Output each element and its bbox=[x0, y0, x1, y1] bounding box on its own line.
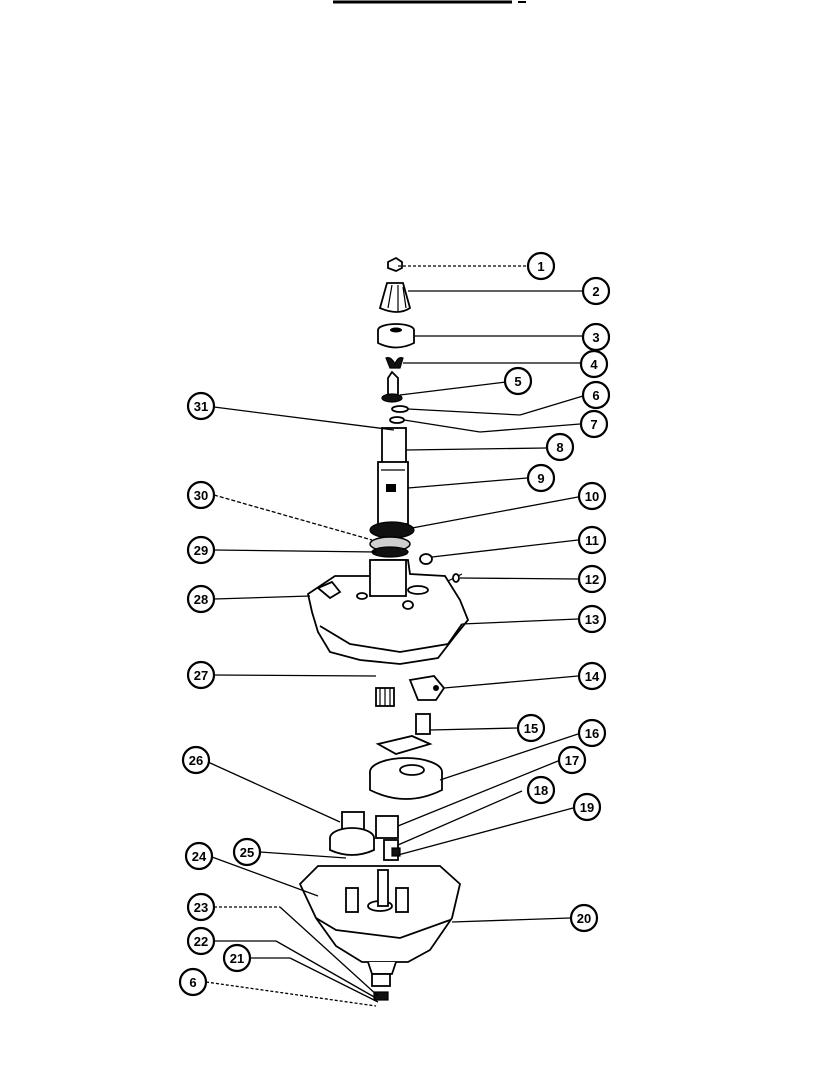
svg-text:17: 17 bbox=[565, 753, 579, 768]
callout-20: 20 bbox=[569, 903, 599, 933]
callout-16: 16 bbox=[577, 718, 607, 748]
svg-text:22: 22 bbox=[194, 934, 208, 949]
callout-27: 27 bbox=[186, 660, 216, 690]
callout-9: 9 bbox=[526, 463, 556, 493]
part-clip bbox=[385, 357, 404, 369]
callout-22: 22 bbox=[186, 926, 216, 956]
callout-3: 3 bbox=[581, 322, 611, 352]
callout-15: 15 bbox=[516, 713, 546, 743]
svg-text:20: 20 bbox=[577, 911, 591, 926]
part-gearcase-housing bbox=[298, 865, 461, 1001]
part-seal bbox=[369, 521, 415, 558]
svg-text:6: 6 bbox=[189, 975, 196, 990]
callout-13: 13 bbox=[577, 604, 607, 634]
callout-6: 6 bbox=[581, 380, 611, 410]
callout-31: 31 bbox=[186, 391, 216, 421]
callout-28: 28 bbox=[186, 584, 216, 614]
callout-19: 19 bbox=[572, 792, 602, 822]
part-spline-top bbox=[381, 370, 403, 403]
callout-17: 17 bbox=[557, 745, 587, 775]
svg-text:21: 21 bbox=[230, 951, 244, 966]
callout-29: 29 bbox=[186, 535, 216, 565]
part-large-gear bbox=[369, 757, 443, 800]
callout-30: 30 bbox=[186, 480, 216, 510]
callout-14: 14 bbox=[577, 661, 607, 691]
callout-11: 11 bbox=[577, 525, 607, 555]
callout-6-lower: 6 bbox=[178, 967, 208, 997]
callout-25: 25 bbox=[232, 837, 262, 867]
svg-text:23: 23 bbox=[194, 900, 208, 915]
callout-12: 12 bbox=[577, 564, 607, 594]
part-crank bbox=[375, 713, 433, 755]
callout-24: 24 bbox=[184, 841, 214, 871]
callout-8: 8 bbox=[545, 432, 575, 462]
part-small-cap bbox=[419, 553, 433, 565]
callout-18: 18 bbox=[526, 775, 556, 805]
svg-text:9: 9 bbox=[537, 471, 544, 486]
svg-text:4: 4 bbox=[590, 357, 598, 372]
parts-drawing bbox=[298, 256, 470, 1001]
part-screw bbox=[447, 573, 463, 583]
svg-text:19: 19 bbox=[580, 800, 594, 815]
svg-text:6: 6 bbox=[592, 388, 599, 403]
svg-text:24: 24 bbox=[192, 849, 207, 864]
part-gearcase-cover bbox=[306, 559, 470, 665]
callout-21: 21 bbox=[222, 943, 252, 973]
callout-10: 10 bbox=[577, 481, 607, 511]
callout-1: 1 bbox=[526, 251, 556, 281]
svg-text:28: 28 bbox=[194, 592, 208, 607]
callout-23: 23 bbox=[186, 892, 216, 922]
svg-text:30: 30 bbox=[194, 488, 208, 503]
svg-text:3: 3 bbox=[592, 330, 599, 345]
part-cone-cap bbox=[378, 282, 412, 313]
part-pinion bbox=[375, 687, 395, 707]
part-shaft-tube bbox=[377, 427, 409, 525]
svg-text:18: 18 bbox=[534, 783, 548, 798]
part-shaft-gears bbox=[375, 815, 401, 861]
svg-text:29: 29 bbox=[194, 543, 208, 558]
svg-text:26: 26 bbox=[189, 753, 203, 768]
svg-text:12: 12 bbox=[585, 572, 599, 587]
svg-text:31: 31 bbox=[194, 399, 208, 414]
svg-text:10: 10 bbox=[585, 489, 599, 504]
svg-text:14: 14 bbox=[585, 669, 600, 684]
callout-5: 5 bbox=[503, 366, 533, 396]
callout-26: 26 bbox=[181, 745, 211, 775]
svg-text:13: 13 bbox=[585, 612, 599, 627]
svg-text:11: 11 bbox=[585, 533, 599, 548]
svg-text:7: 7 bbox=[590, 417, 597, 432]
svg-text:16: 16 bbox=[585, 726, 599, 741]
part-idler-gear bbox=[329, 811, 375, 856]
part-nut bbox=[387, 256, 403, 272]
svg-text:8: 8 bbox=[556, 440, 563, 455]
svg-text:5: 5 bbox=[514, 374, 521, 389]
svg-text:27: 27 bbox=[194, 668, 208, 683]
callout-2: 2 bbox=[581, 276, 611, 306]
callout-4: 4 bbox=[579, 349, 609, 379]
svg-text:2: 2 bbox=[592, 284, 599, 299]
part-bushing bbox=[377, 323, 415, 349]
leader-lines bbox=[205, 265, 584, 1007]
callout-7: 7 bbox=[579, 409, 609, 439]
part-cam bbox=[408, 675, 446, 701]
svg-text:1: 1 bbox=[537, 259, 544, 274]
svg-text:25: 25 bbox=[240, 845, 254, 860]
svg-text:15: 15 bbox=[524, 721, 538, 736]
